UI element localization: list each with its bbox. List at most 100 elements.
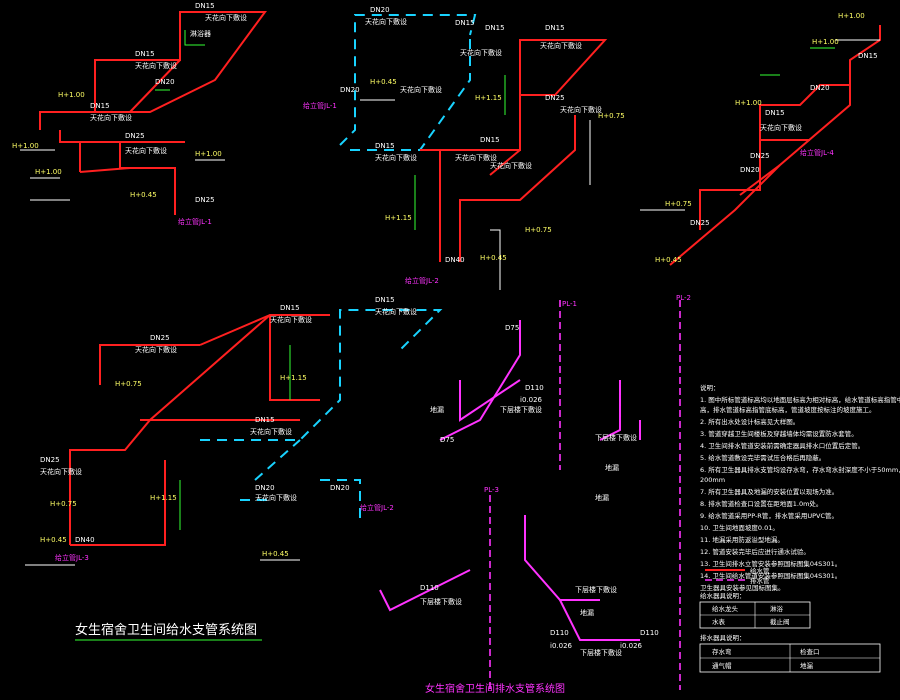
notes-panel: 说明： 1. 图中所标管道标高均以地面层标高为相对标高，给水管道标高指管中心标高… <box>700 383 900 592</box>
elev-h045: H+0.45 <box>655 256 682 264</box>
label-shower-drop: 天花向下敷设 <box>375 153 417 162</box>
label-dn15: DN15 <box>480 136 500 144</box>
label-dn20: DN20 <box>330 484 350 492</box>
elev-h075: H+0.75 <box>115 380 142 388</box>
label-drop: 下层楼下敷设 <box>500 405 542 414</box>
riser-tag: 给立管JL-1 <box>303 101 337 110</box>
label-dn25: DN25 <box>545 94 565 102</box>
elev-h100: H+1.00 <box>195 150 222 158</box>
supply-system-d: DN15 天花向下敷设 DN15 天花向下敷设 DN25 天花向下敷设 H+1.… <box>25 296 443 566</box>
label-dn15: DN15 <box>375 296 395 304</box>
note-line: 14. 卫生间给水管道安装参照国标图集04S301。 <box>700 571 841 580</box>
riser-tag: 给立管JL-1 <box>178 217 212 226</box>
legend-drain: 排水管 <box>750 576 770 585</box>
note-line: 12. 管道安装完毕后应进行通水试验。 <box>700 547 810 556</box>
label-drop: 下层楼下敷设 <box>580 648 622 657</box>
label-d110: D110 <box>420 584 439 592</box>
label-dn15: DN15 <box>90 102 110 110</box>
label-shower-drop: 天花向下敷设 <box>365 17 407 26</box>
label-dn20: DN20 <box>155 78 175 86</box>
note-line: 3. 管道穿越卫生间楼板及穿越墙体均需设置防水套管。 <box>700 429 858 438</box>
elev-h115: H+1.15 <box>150 494 177 502</box>
label-drop: 下层楼下敷设 <box>420 597 462 606</box>
elev-h045: H+0.45 <box>480 254 507 262</box>
label-d75: D75 <box>440 436 454 444</box>
title-drain: 女生宿舍卫生间排水支管系统图 <box>425 682 565 695</box>
elev-h075: H+0.75 <box>525 226 552 234</box>
legend-fix3: 水表 <box>712 617 726 626</box>
label-shower-drop: 天花向下敷设 <box>135 61 177 70</box>
supply-system-b: DN20 天花向下敷设 DN15 DN15 DN15 天花向下敷设 天花向下敷设… <box>303 6 625 290</box>
label-dn40: DN40 <box>445 256 465 264</box>
supply-system-a: DN15 天花向下敷设 淋浴器 DN15 天花向下敷设 DN20 H+1.00 … <box>12 2 267 226</box>
elev-h100: H+1.00 <box>838 12 865 20</box>
label-dn15: DN15 <box>375 142 395 150</box>
label-shower-drop: 天花向下敷设 <box>270 315 312 324</box>
note-line: 13. 卫生间排水立管安装参照国标图集04S301。 <box>700 559 841 568</box>
note-line: 高，排水管道标高指管底标高，管道坡度按标注的坡度施工。 <box>700 405 876 414</box>
label-shower-drop: 天花向下敷设 <box>400 85 442 94</box>
riser-tag: 给立管JL-4 <box>800 148 834 157</box>
label-shower-drop: 天花向下敷设 <box>135 345 177 354</box>
label-shower-drop: 天花向下敷设 <box>125 146 167 155</box>
elev-h045: H+0.45 <box>130 191 157 199</box>
drain-system-lower: PL-3 地漏 D110 下层楼下敷设 下层楼下敷设 地漏 D110 D110 … <box>379 486 659 690</box>
label-shower-drop: 天花向下敷设 <box>40 467 82 476</box>
note-line: 1. 图中所标管道标高均以地面层标高为相对标高，给水管道标高指管中心标高， <box>700 395 900 404</box>
elev-h045: H+0.45 <box>262 550 289 558</box>
label-dn20: DN20 <box>810 84 830 92</box>
label-d110: D110 <box>525 384 544 392</box>
legend-dr3: 通气帽 <box>712 661 732 670</box>
drain-pl2: PL-2 <box>676 294 691 302</box>
elev-h045: H+0.45 <box>40 536 67 544</box>
elev-h100: H+1.00 <box>812 38 839 46</box>
riser-tag: 给立管JL-3 <box>55 553 89 562</box>
label-dn20: DN20 <box>740 166 760 174</box>
label-d110: D110 <box>550 629 569 637</box>
note-line: 卫生器具安装参见国标图集。 <box>700 583 785 592</box>
label-d110: D110 <box>640 629 659 637</box>
label-dn25: DN25 <box>690 219 710 227</box>
label-dn15: DN15 <box>455 19 475 27</box>
note-line: 11. 地漏采用防返溢型地漏。 <box>700 535 784 544</box>
elev-h045: H+0.45 <box>370 78 397 86</box>
note-line: 7. 所有卫生器具及地漏的安装位置以现场为准。 <box>700 487 838 496</box>
label-dn15: DN15 <box>135 50 155 58</box>
label-floor-drain: 地漏 <box>430 405 444 414</box>
label-shower-drop: 天花向下敷设 <box>255 493 297 502</box>
title-supply: 女生宿舍卫生间给水支管系统图 <box>75 622 257 638</box>
note-line: 2. 所有出水处设计标高见大样图。 <box>700 417 799 426</box>
label-shower-drop: 天花向下敷设 <box>375 307 417 316</box>
label-drop: 下层楼下敷设 <box>595 433 637 442</box>
elev-h100: H+1.00 <box>12 142 39 150</box>
label-dn40: DN40 <box>75 536 95 544</box>
label-dn20: DN20 <box>340 86 360 94</box>
elev-h115: H+1.15 <box>475 94 502 102</box>
label-dn20: DN20 <box>370 6 390 14</box>
elev-h075: H+0.75 <box>665 200 692 208</box>
label-shower: 淋浴器 <box>190 29 211 38</box>
legend-fix4: 截止阀 <box>770 617 790 626</box>
note-line: 10. 卫生间地面坡度0.01。 <box>700 523 779 532</box>
note-line: 200mm <box>700 476 725 484</box>
label-dn15: DN15 <box>765 109 785 117</box>
label-slope: i0.026 <box>550 642 573 650</box>
elev-h100: H+1.00 <box>735 99 762 107</box>
riser-tag: 给立管JL-2 <box>360 503 394 512</box>
note-line: 8. 排水管道检查口设置在距地面1.0m处。 <box>700 499 822 508</box>
legend-fix1: 给水龙头 <box>712 604 739 613</box>
legend-supply: 给水管 <box>750 566 770 575</box>
label-drop: 下层楼下敷设 <box>575 585 617 594</box>
label-shower-drop: 天花向下敷设 <box>760 123 802 132</box>
elev-h075: H+0.75 <box>598 112 625 120</box>
label-dn15: DN15 <box>280 304 300 312</box>
label-shower-drop: 天花向下敷设 <box>455 153 497 162</box>
label-shower-drop: 天花向下敷设 <box>560 105 602 114</box>
label-dn25: DN25 <box>195 196 215 204</box>
label-slope: i0.026 <box>520 396 543 404</box>
label-dn25: DN25 <box>750 152 770 160</box>
note-line: 4. 卫生间排水管道安装前需确定器具排水口位置后定管。 <box>700 441 864 450</box>
drain-system-upper: PL-1 PL-2 D75 D110 i0.026 下层楼下敷设 地漏 D75 … <box>430 294 691 690</box>
label-floor-drain: 地漏 <box>595 493 609 502</box>
